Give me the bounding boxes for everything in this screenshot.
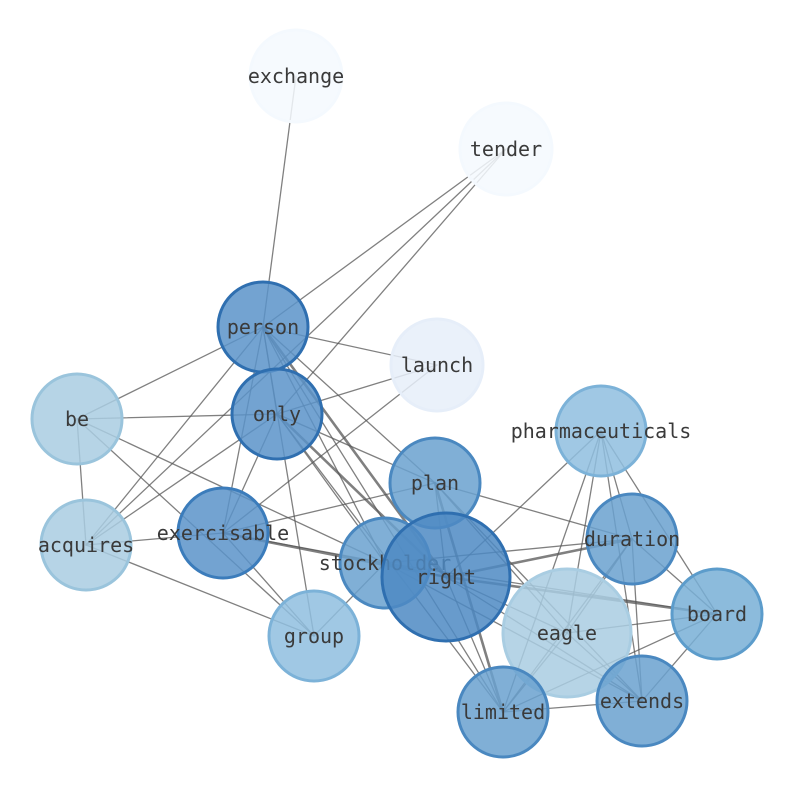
node-label-eagle: eagle <box>537 621 597 645</box>
node-label-plan: plan <box>411 471 459 495</box>
node-circle-be <box>30 372 124 466</box>
edge-tender-person <box>262 148 507 328</box>
node-circle-limited <box>456 665 550 759</box>
node-duration: duration <box>584 492 680 586</box>
node-only: only <box>230 367 324 461</box>
node-board: board <box>670 567 764 661</box>
node-label-exchange: exchange <box>248 64 344 88</box>
node-circle-exercisable <box>176 486 270 580</box>
edge-person-acquires <box>85 326 264 546</box>
node-circle-eagle <box>501 567 633 699</box>
node-label-exercisable: exercisable <box>157 521 289 545</box>
node-acquires: acquires <box>38 498 134 592</box>
node-circle-acquires <box>39 498 133 592</box>
node-label-board: board <box>687 602 747 626</box>
node-label-group: group <box>284 624 344 648</box>
node-label-pharmaceuticals: pharmaceuticals <box>511 419 692 443</box>
node-label-duration: duration <box>584 527 680 551</box>
node-launch: launch <box>389 317 485 413</box>
edge-tender-only <box>276 148 507 415</box>
node-pharmaceuticals: pharmaceuticals <box>511 384 692 478</box>
node-extends: extends <box>595 654 689 748</box>
node-circle-launch <box>389 317 485 413</box>
node-label-acquires: acquires <box>38 533 134 557</box>
node-label-right: right <box>416 565 476 589</box>
node-tender: tender <box>458 101 554 197</box>
node-circle-duration <box>585 492 679 586</box>
node-circle-group <box>267 589 361 683</box>
node-person: person <box>216 280 310 374</box>
node-label-only: only <box>253 402 301 426</box>
node-circle-pharmaceuticals <box>554 384 648 478</box>
node-group: group <box>267 589 361 683</box>
node-limited: limited <box>456 665 550 759</box>
node-exchange: exchange <box>248 28 344 124</box>
node-label-tender: tender <box>470 137 542 161</box>
node-exercisable: exercisable <box>157 486 289 580</box>
node-label-person: person <box>227 315 299 339</box>
node-circle-extends <box>595 654 689 748</box>
node-plan: plan <box>388 436 482 530</box>
node-circle-only <box>230 367 324 461</box>
node-label-be: be <box>65 407 89 431</box>
node-right: right <box>380 511 512 643</box>
node-label-launch: launch <box>401 353 473 377</box>
node-label-limited: limited <box>461 700 545 724</box>
node-circle-tender <box>458 101 554 197</box>
node-circle-board <box>670 567 764 661</box>
node-be: be <box>30 372 124 466</box>
node-circle-right <box>380 511 512 643</box>
node-circle-exchange <box>248 28 344 124</box>
node-layer: exchange tender launch be acquires pharmaceut… <box>30 28 764 759</box>
node-label-extends: extends <box>600 689 684 713</box>
node-eagle: eagle <box>501 567 633 699</box>
